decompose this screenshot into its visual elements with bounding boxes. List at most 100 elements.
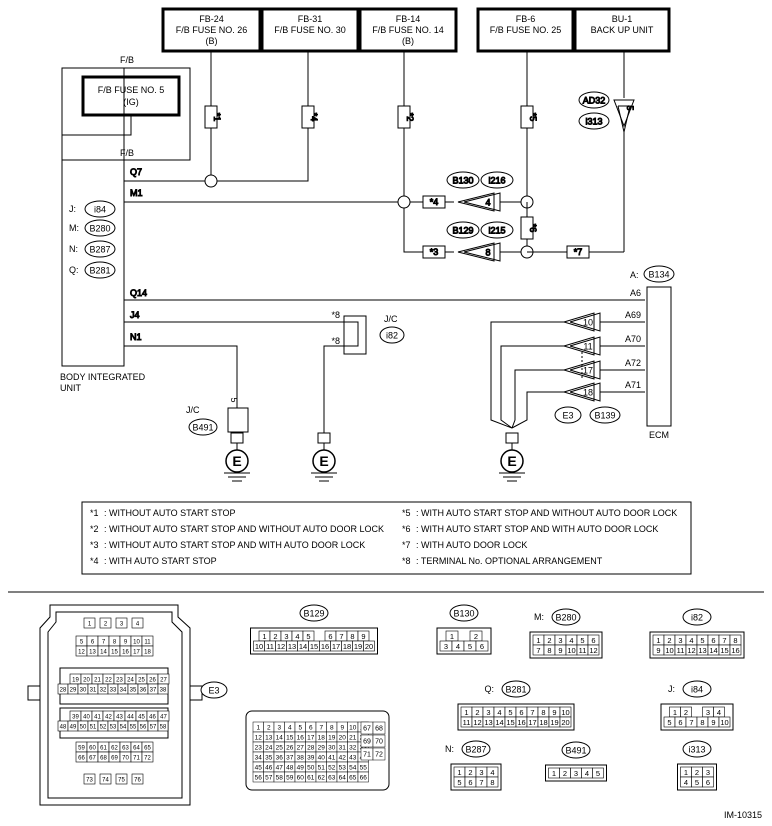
legend-box (81, 501, 692, 575)
note-box (566, 245, 590, 259)
note-text: *5 (528, 113, 538, 122)
note-text: *4 (309, 113, 319, 122)
pin-number: 25 (276, 745, 284, 752)
pin-number: 9 (552, 708, 556, 717)
ground-terminal (317, 432, 331, 444)
pin-number: 5 (667, 718, 671, 727)
pin-number: 28 (307, 745, 315, 752)
pin-number: 71 (133, 756, 140, 762)
connector-tag: i84 (84, 200, 116, 218)
pin-cell (99, 617, 112, 629)
connector-name: B129 (303, 609, 324, 619)
pin-cell (718, 716, 731, 728)
pin-number: 2 (104, 622, 108, 628)
pin-number: 3 (444, 642, 448, 651)
pin-number: 33 (110, 688, 117, 694)
pin-number: 10 (567, 646, 575, 655)
connector-name: i82 (691, 613, 703, 623)
ecm-ground-wire (511, 369, 564, 429)
pin-number: 47 (276, 765, 284, 772)
connector-tag: B491 (561, 741, 591, 759)
pin-number: 3 (284, 632, 288, 641)
pin-number: 37 (286, 755, 294, 762)
pin-number: 65 (349, 775, 357, 782)
pin-number: 9 (361, 632, 365, 641)
diagram-id: IM-10315 (724, 810, 762, 820)
pin-number: 7 (102, 640, 106, 646)
pin-number: 49 (297, 765, 305, 772)
pin-number: 2 (695, 768, 699, 777)
jc-i82-box (343, 315, 367, 355)
wire-jc-ground (323, 345, 344, 433)
pin-number: 60 (297, 775, 305, 782)
terminal-pin: 17 (583, 366, 593, 376)
pin-number: 63 (122, 746, 129, 752)
pin-number: 2 (267, 725, 271, 732)
pin-number: 19 (354, 642, 362, 651)
note-text: *4 (430, 197, 439, 207)
unit-connector-key: J: (69, 204, 76, 214)
pin-number: 5 (508, 708, 512, 717)
pin-number: 6 (328, 632, 332, 641)
connector-tag: E3 (200, 681, 228, 699)
pin-number: 13 (484, 718, 492, 727)
pin-number: 25 (138, 678, 145, 684)
pin-number: 5 (695, 778, 699, 787)
connector-name: E3 (562, 411, 573, 421)
ground-circle (500, 449, 524, 473)
pin-number: 66 (78, 756, 85, 762)
connector-oval (561, 741, 591, 759)
pin-number: 16 (517, 718, 525, 727)
note-box (204, 105, 218, 129)
pin-number: 39 (72, 715, 79, 721)
splice-point (397, 195, 411, 209)
pin-number: 43 (116, 715, 123, 721)
pin-number: 4 (288, 725, 292, 732)
pin-number: 6 (711, 636, 715, 645)
ad32-pin: 5 (625, 105, 635, 110)
connector-name: i216 (488, 176, 505, 186)
connector-oval (200, 681, 228, 699)
ground-terminal (505, 432, 519, 444)
pin-cell (372, 734, 386, 748)
pin-number: 6 (309, 725, 313, 732)
pin-number: 4 (585, 769, 589, 778)
connector-tag: B287 (84, 240, 116, 258)
pin-number: 36 (140, 688, 147, 694)
connector-oval (480, 221, 514, 239)
note-box (520, 105, 534, 129)
note-text: *7 (574, 247, 583, 257)
note-box (397, 105, 411, 129)
pin-number: 3 (479, 768, 483, 777)
note-text: *2 (405, 113, 415, 122)
pin-number: 1 (684, 768, 688, 777)
pin-number: 57 (265, 775, 273, 782)
ecm-ground-wire (500, 345, 564, 429)
pin-number: 1 (450, 632, 454, 641)
pin-number: 40 (83, 715, 90, 721)
connector-name: i313 (585, 117, 602, 127)
pin-number: 5 (457, 778, 461, 787)
wire (344, 321, 359, 347)
pin-number: 4 (569, 636, 573, 645)
pin-cell (157, 683, 169, 695)
pin-number: 14 (299, 642, 307, 651)
pin-number: 28 (60, 688, 67, 694)
connector-name: B129 (452, 226, 473, 236)
pin-number: 27 (160, 678, 167, 684)
pin-number: 9 (558, 646, 562, 655)
note-box (422, 245, 446, 259)
pin-number: 40 (318, 755, 326, 762)
fb-label-2: F/B (120, 148, 134, 158)
connector-tag: B130 (449, 604, 479, 622)
pin-number: 55 (360, 765, 368, 772)
legend-key: *6 (402, 524, 411, 534)
pin-number: 5 (298, 725, 302, 732)
unit-label: BODY INTEGRATED (60, 372, 146, 382)
fb-fuse5-power: (IG) (123, 97, 139, 107)
pin-number: 6 (678, 718, 682, 727)
pin-number: 30 (80, 688, 87, 694)
pin-q14: Q14 (130, 288, 147, 298)
pin-number: 53 (339, 765, 347, 772)
